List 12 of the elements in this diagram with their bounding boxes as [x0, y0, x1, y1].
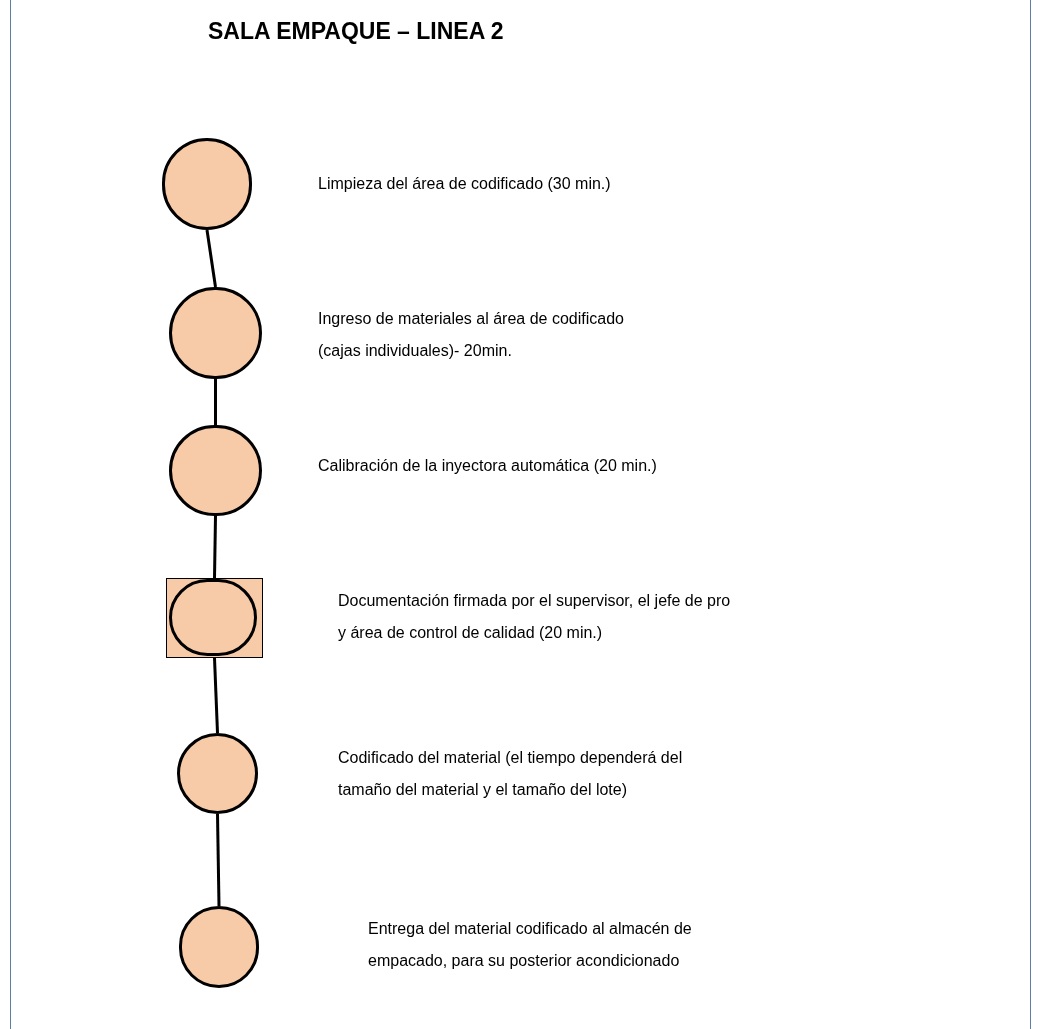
connector-line — [214, 379, 217, 425]
step-description: Calibración de la inyectora automática (20 min.) — [318, 456, 658, 476]
step-description: Documentación firmada por el supervisor, el jefe de pro y área de control de calidad (20 min.) — [338, 591, 732, 643]
step-description: Limpieza del área de codificado (30 min.) — [318, 174, 612, 194]
connector-line — [216, 813, 221, 907]
step-description: Ingreso de materiales al área de codificado (cajas individuales)- 20min. — [318, 309, 625, 361]
connector-line — [205, 229, 217, 288]
connector-line — [213, 657, 219, 734]
step-description: Entrega del material codificado al almacén de empacado, para su posterior acondicionado — [368, 919, 693, 971]
step-description: Codificado del material (el tiempo dependerá del tamaño del material y el tamaño del lote) — [338, 748, 684, 800]
title: SALA EMPAQUE – LINEA 2 — [208, 17, 504, 46]
connector-line — [213, 515, 217, 579]
